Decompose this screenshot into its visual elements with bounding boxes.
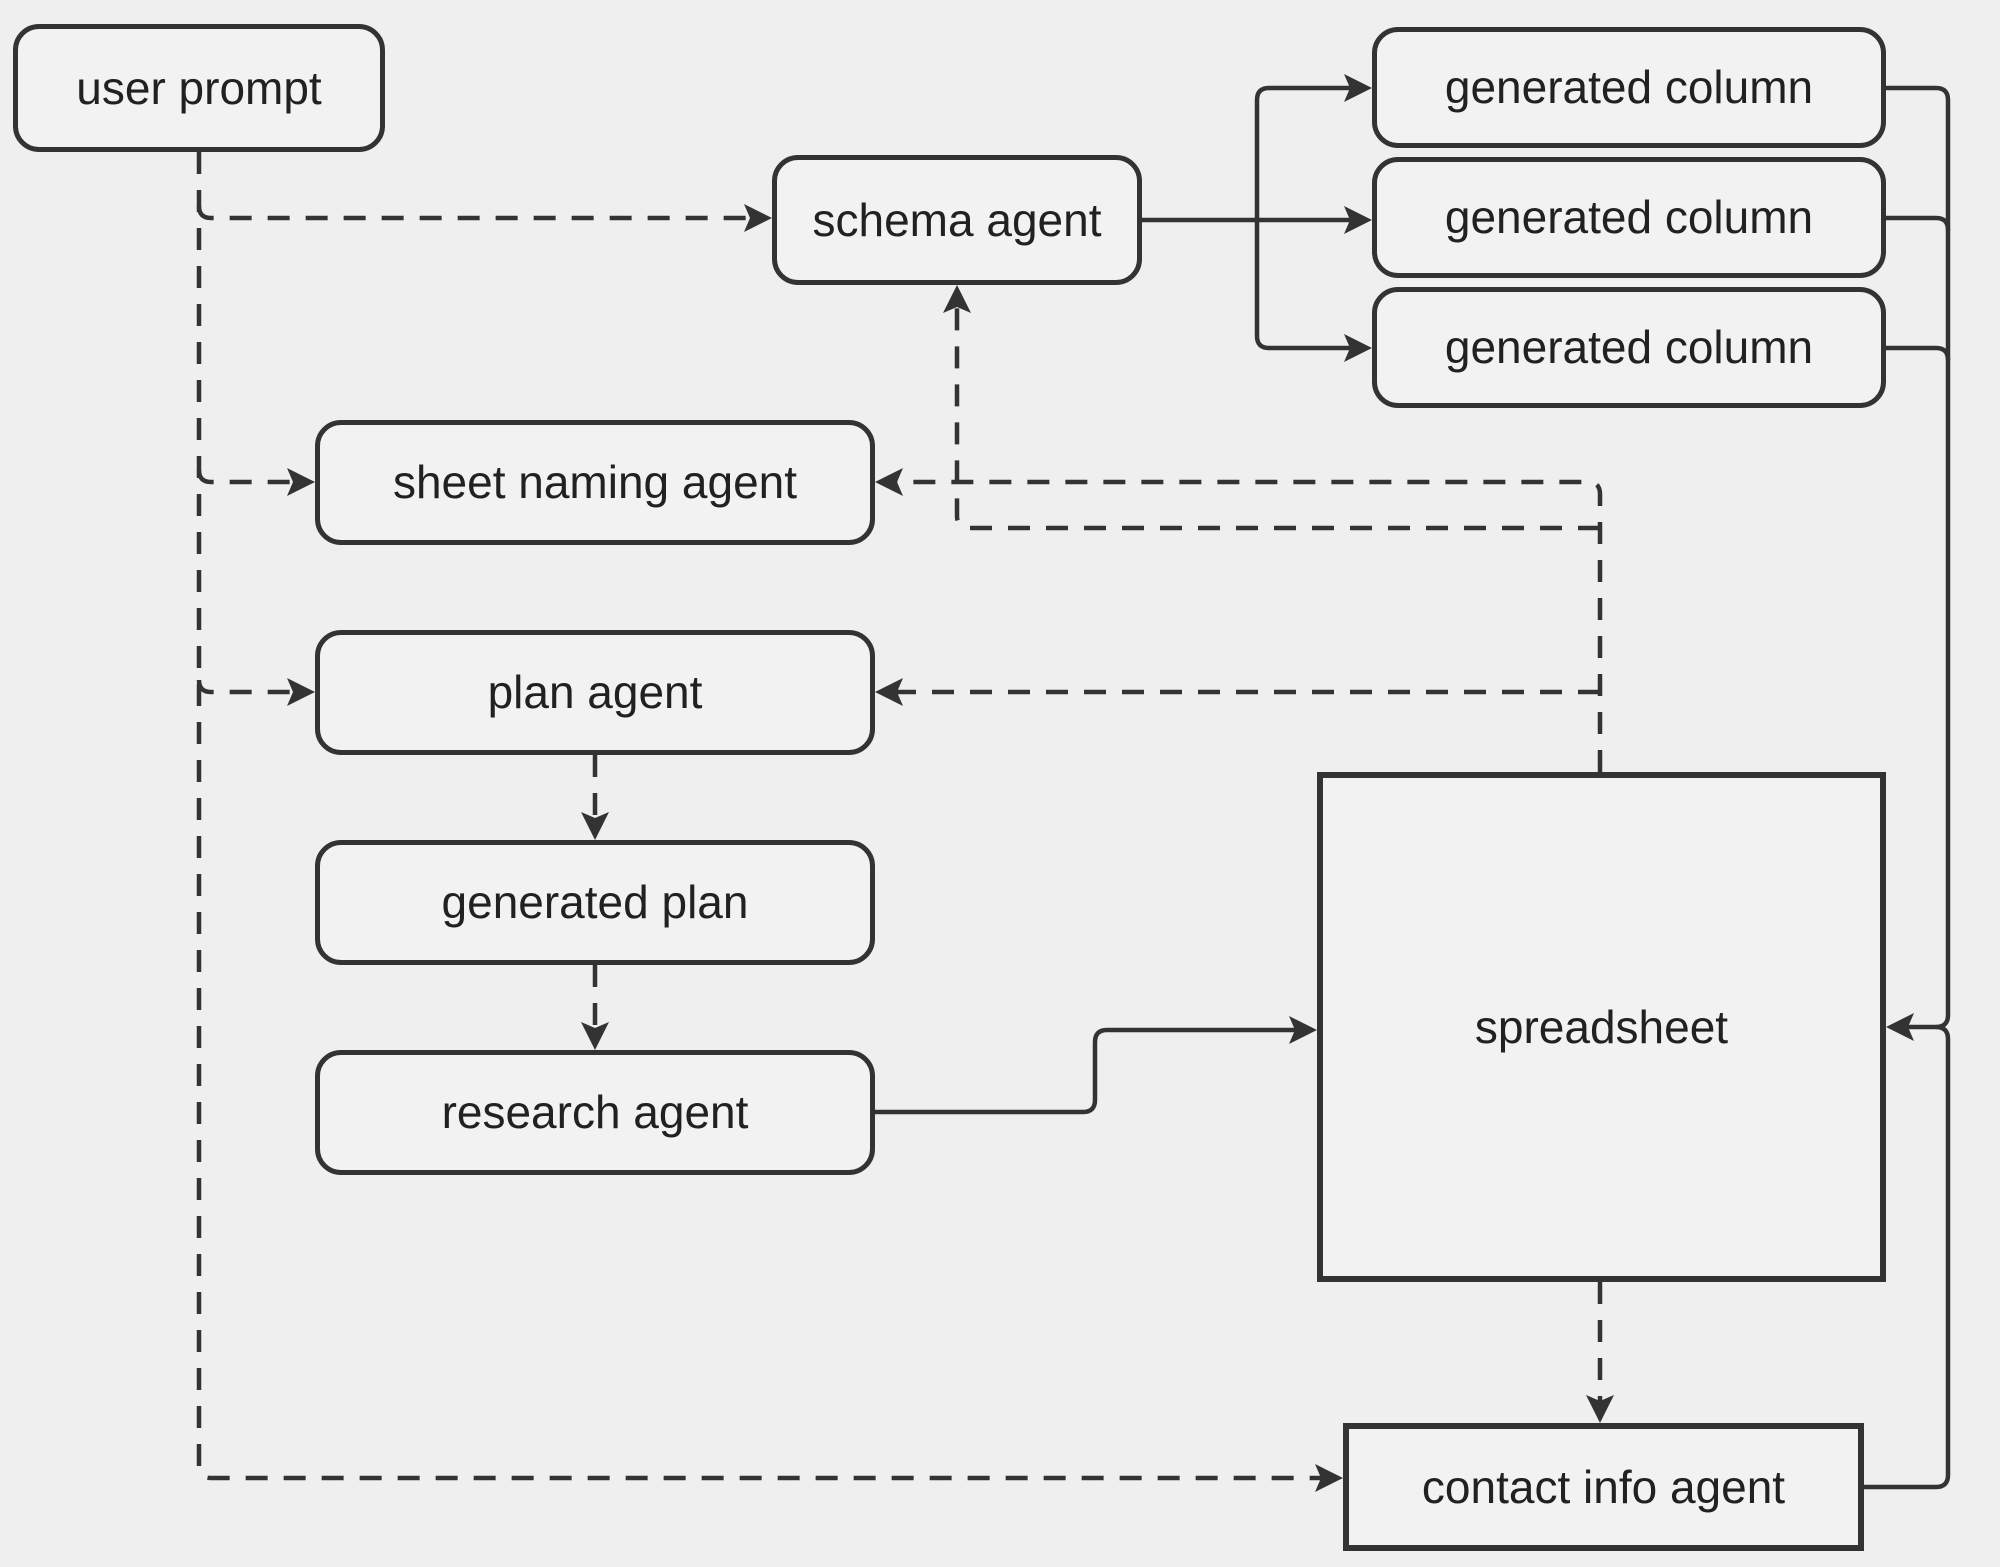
node-research-agent-label: research agent	[441, 1086, 749, 1139]
node-contact-info-agent-label: contact info agent	[1421, 1460, 1786, 1513]
arrowhead-into-contact-info-agent-left	[1315, 1464, 1343, 1492]
node-user-prompt: user prompt	[13, 24, 385, 152]
node-schema-agent-label: schema agent	[812, 193, 1102, 246]
node-generated-column-2: generated column	[1372, 157, 1886, 278]
node-research-agent: research agent	[315, 1050, 875, 1175]
node-generated-plan: generated plan	[315, 840, 875, 965]
edge-user-prompt-to-sheet-naming-agent	[196, 469, 293, 485]
edge-right-rail-into-spreadsheet	[1908, 100, 1951, 1030]
node-sheet-naming-agent-label: sheet naming agent	[392, 456, 798, 509]
arrowhead-into-research-agent-top	[581, 1022, 609, 1050]
edge-user-prompt-to-contact-info-agent	[196, 152, 1321, 1481]
node-sheet-naming-agent: sheet naming agent	[315, 420, 875, 545]
edge-generated-column-2-out	[1886, 215, 1951, 231]
node-user-prompt-label: user prompt	[76, 61, 322, 114]
edge-generated-column-1-out	[1886, 85, 1951, 101]
arrowhead-into-plan-agent-right	[875, 678, 903, 706]
node-plan-agent: plan agent	[315, 630, 875, 755]
arrowhead-into-plan-agent-left	[287, 678, 315, 706]
arrowhead-into-generated-column-2	[1344, 206, 1372, 234]
arrowhead-into-sheet-naming-agent-right	[875, 468, 903, 496]
node-spreadsheet: spreadsheet	[1317, 772, 1886, 1282]
edge-spreadsheet-to-sheet-naming-agent	[897, 479, 1603, 772]
node-contact-info-agent: contact info agent	[1343, 1423, 1864, 1551]
edge-generated-column-3-out	[1886, 345, 1951, 361]
arrowhead-into-contact-info-agent-top	[1586, 1395, 1614, 1423]
edge-research-agent-to-spreadsheet	[875, 1027, 1295, 1115]
arrowhead-into-generated-plan-top	[581, 812, 609, 840]
edge-spreadsheet-to-schema-agent	[954, 307, 1600, 531]
node-generated-column-3-label: generated column	[1444, 321, 1814, 374]
node-generated-column-3: generated column	[1372, 287, 1886, 408]
node-schema-agent: schema agent	[772, 155, 1142, 285]
node-generated-plan-label: generated plan	[441, 876, 749, 929]
node-generated-column-2-label: generated column	[1444, 191, 1814, 244]
arrowhead-into-generated-column-1	[1344, 74, 1372, 102]
edge-user-prompt-to-schema-agent	[196, 205, 750, 221]
node-generated-column-1-label: generated column	[1444, 61, 1814, 114]
edge-contact-info-agent-to-spreadsheet	[1864, 1024, 1951, 1490]
node-plan-agent-label: plan agent	[487, 666, 703, 719]
edge-user-prompt-to-plan-agent	[196, 679, 293, 695]
arrowhead-into-schema-agent-bottom	[943, 285, 971, 313]
arrowhead-into-spreadsheet-left	[1289, 1016, 1317, 1044]
node-generated-column-1: generated column	[1372, 27, 1886, 148]
edge-schema-agent-to-generated-column-1	[1254, 85, 1350, 220]
arrowhead-into-generated-column-3	[1344, 334, 1372, 362]
edge-schema-agent-to-generated-column-3	[1254, 220, 1350, 351]
node-spreadsheet-label: spreadsheet	[1474, 1000, 1729, 1053]
arrowhead-into-schema-agent-left	[744, 204, 772, 232]
arrowhead-into-sheet-naming-agent-left	[287, 468, 315, 496]
arrowhead-into-spreadsheet-right	[1886, 1013, 1914, 1041]
